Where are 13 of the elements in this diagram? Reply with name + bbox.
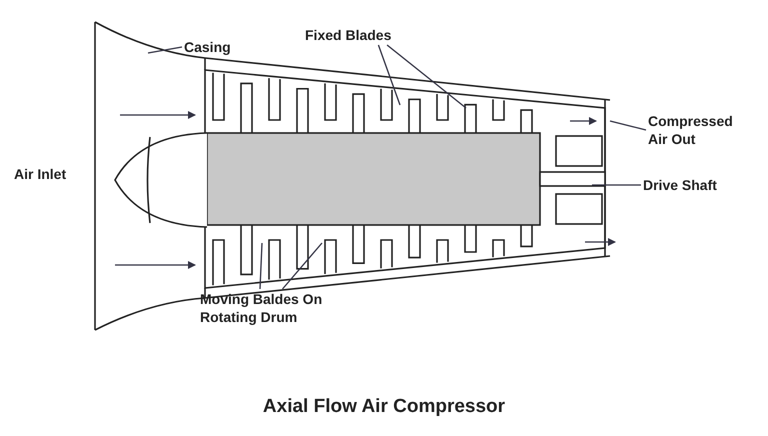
caption: Axial Flow Air Compressor [262,396,506,418]
part-label: Drive Shaft [643,176,717,194]
part-label: Fixed Blades [305,26,392,44]
part-label: Air Inlet [14,165,66,183]
leader-line [386,44,466,108]
leader-line [282,242,322,290]
leader-line [592,184,641,186]
leader-line [259,242,263,290]
leader-line [610,120,646,131]
part-label: Compressed Air Out [648,112,748,148]
part-label: Casing [184,38,231,56]
leader-line [148,46,182,54]
leader-line [378,44,401,106]
